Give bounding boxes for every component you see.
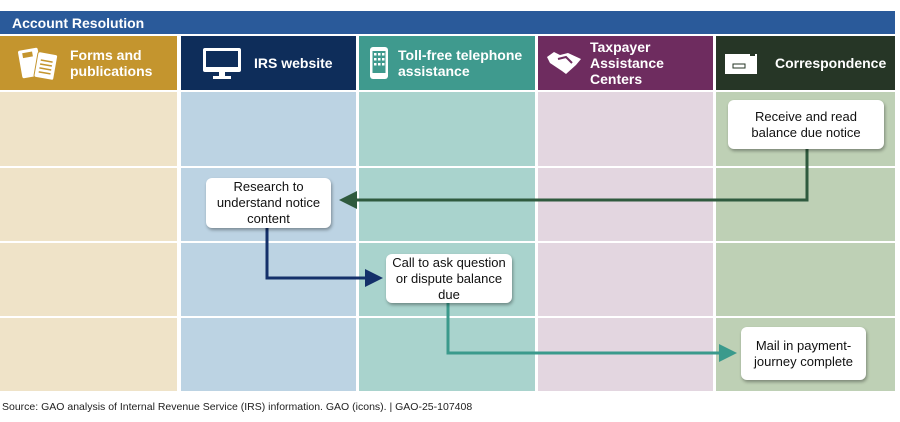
lane-cell <box>181 92 356 166</box>
column-label: IRS website <box>254 55 333 71</box>
step-mail-payment: Mail in payment- journey complete <box>741 327 866 380</box>
step-call: Call to ask question or dispute balance … <box>386 254 512 303</box>
lane-cell <box>359 92 535 166</box>
lane-cell <box>0 92 177 166</box>
step-receive-notice: Receive and read balance due notice <box>728 100 884 149</box>
handshake-icon <box>547 52 581 74</box>
column-label: Taxpayer <box>590 39 651 55</box>
lane-cell <box>0 318 177 391</box>
lane-cell <box>181 318 356 391</box>
column-header-irs-website: IRS website <box>181 36 356 90</box>
column-header-correspondence: Correspondence <box>716 36 895 90</box>
step-research: Research to understand notice content <box>206 178 331 228</box>
column-label: publications <box>70 63 153 79</box>
lane-cell <box>538 92 713 166</box>
documents-icon <box>18 47 59 81</box>
lane-cell <box>716 243 895 316</box>
arrow-receive-to-research <box>339 149 809 209</box>
lane-cell <box>538 168 713 241</box>
lane-cell <box>538 243 713 316</box>
column-label: Toll-free telephone <box>398 47 523 63</box>
mobile-phone-icon <box>370 47 388 79</box>
arrow-call-to-mail <box>446 303 737 362</box>
lane-cell <box>0 168 177 241</box>
lane-cell <box>0 243 177 316</box>
computer-monitor-icon <box>203 48 241 79</box>
lane-cell <box>359 168 535 241</box>
arrow-research-to-call <box>265 228 383 287</box>
column-label: assistance <box>398 63 470 79</box>
column-label: Correspondence <box>775 55 887 71</box>
envelope-icon <box>725 51 757 74</box>
diagram-title: Account Resolution <box>0 11 895 34</box>
column-label: Assistance Centers <box>590 55 664 87</box>
source-note: Source: GAO analysis of Internal Revenue… <box>2 401 473 413</box>
column-label: Forms and <box>70 47 142 63</box>
